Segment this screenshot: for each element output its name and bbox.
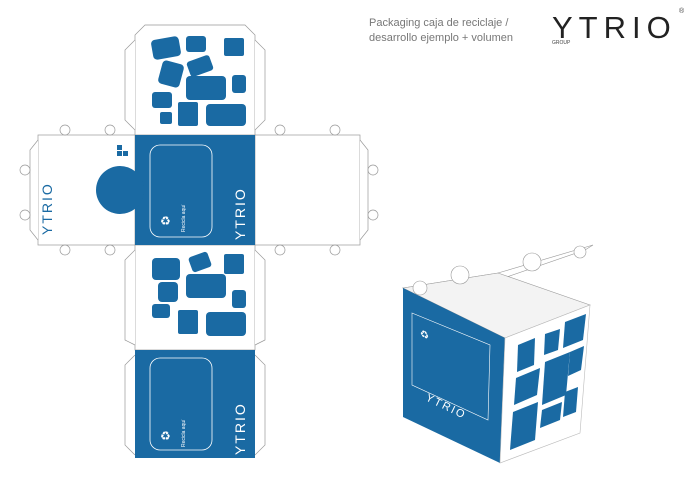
lid-tab: [450, 265, 470, 285]
logo-text: YTRIO: [552, 10, 677, 45]
info-box: [149, 144, 213, 238]
blue-circle: [96, 166, 144, 214]
logo-group: GROUP: [552, 40, 571, 46]
info-box: [149, 357, 213, 451]
recycle-icon: ♻: [160, 214, 171, 228]
caption-line-2: desarrollo ejemplo + volumen: [369, 32, 513, 44]
box-side-pattern: [510, 314, 586, 450]
box-info-box: [411, 312, 491, 421]
side-logo: YTRIO: [39, 182, 55, 235]
front-logo-2: YTRIO: [232, 402, 248, 455]
front-panel-top: [135, 135, 255, 245]
caption: Packaging caja de reciclaje / desarrollo…: [369, 16, 513, 46]
pattern-panel-top: [151, 36, 246, 126]
lid-tab: [522, 252, 542, 272]
qr-icons: [117, 145, 128, 156]
lid-tab: [573, 245, 587, 259]
box-front-face: [403, 288, 505, 463]
front-logo: YTRIO: [232, 187, 248, 240]
recycle-icon: ♻: [420, 327, 429, 343]
lid-tab: [412, 280, 428, 296]
logo-registered: ®: [679, 8, 685, 15]
recycle-icon: ♻: [160, 429, 171, 443]
box-3d: ♻ YTRIO: [402, 244, 594, 464]
pattern-panel-bottom: [152, 251, 246, 336]
brand-logo: YTRIO GROUP ®: [552, 8, 684, 46]
front-panel-bottom: [135, 350, 255, 458]
front-headline-2: Recicla aquí: [181, 419, 187, 447]
caption-line-1: Packaging caja de reciclaje /: [369, 17, 509, 29]
front-headline: Recicla aquí: [181, 204, 187, 232]
tab-notches: [19, 124, 379, 256]
